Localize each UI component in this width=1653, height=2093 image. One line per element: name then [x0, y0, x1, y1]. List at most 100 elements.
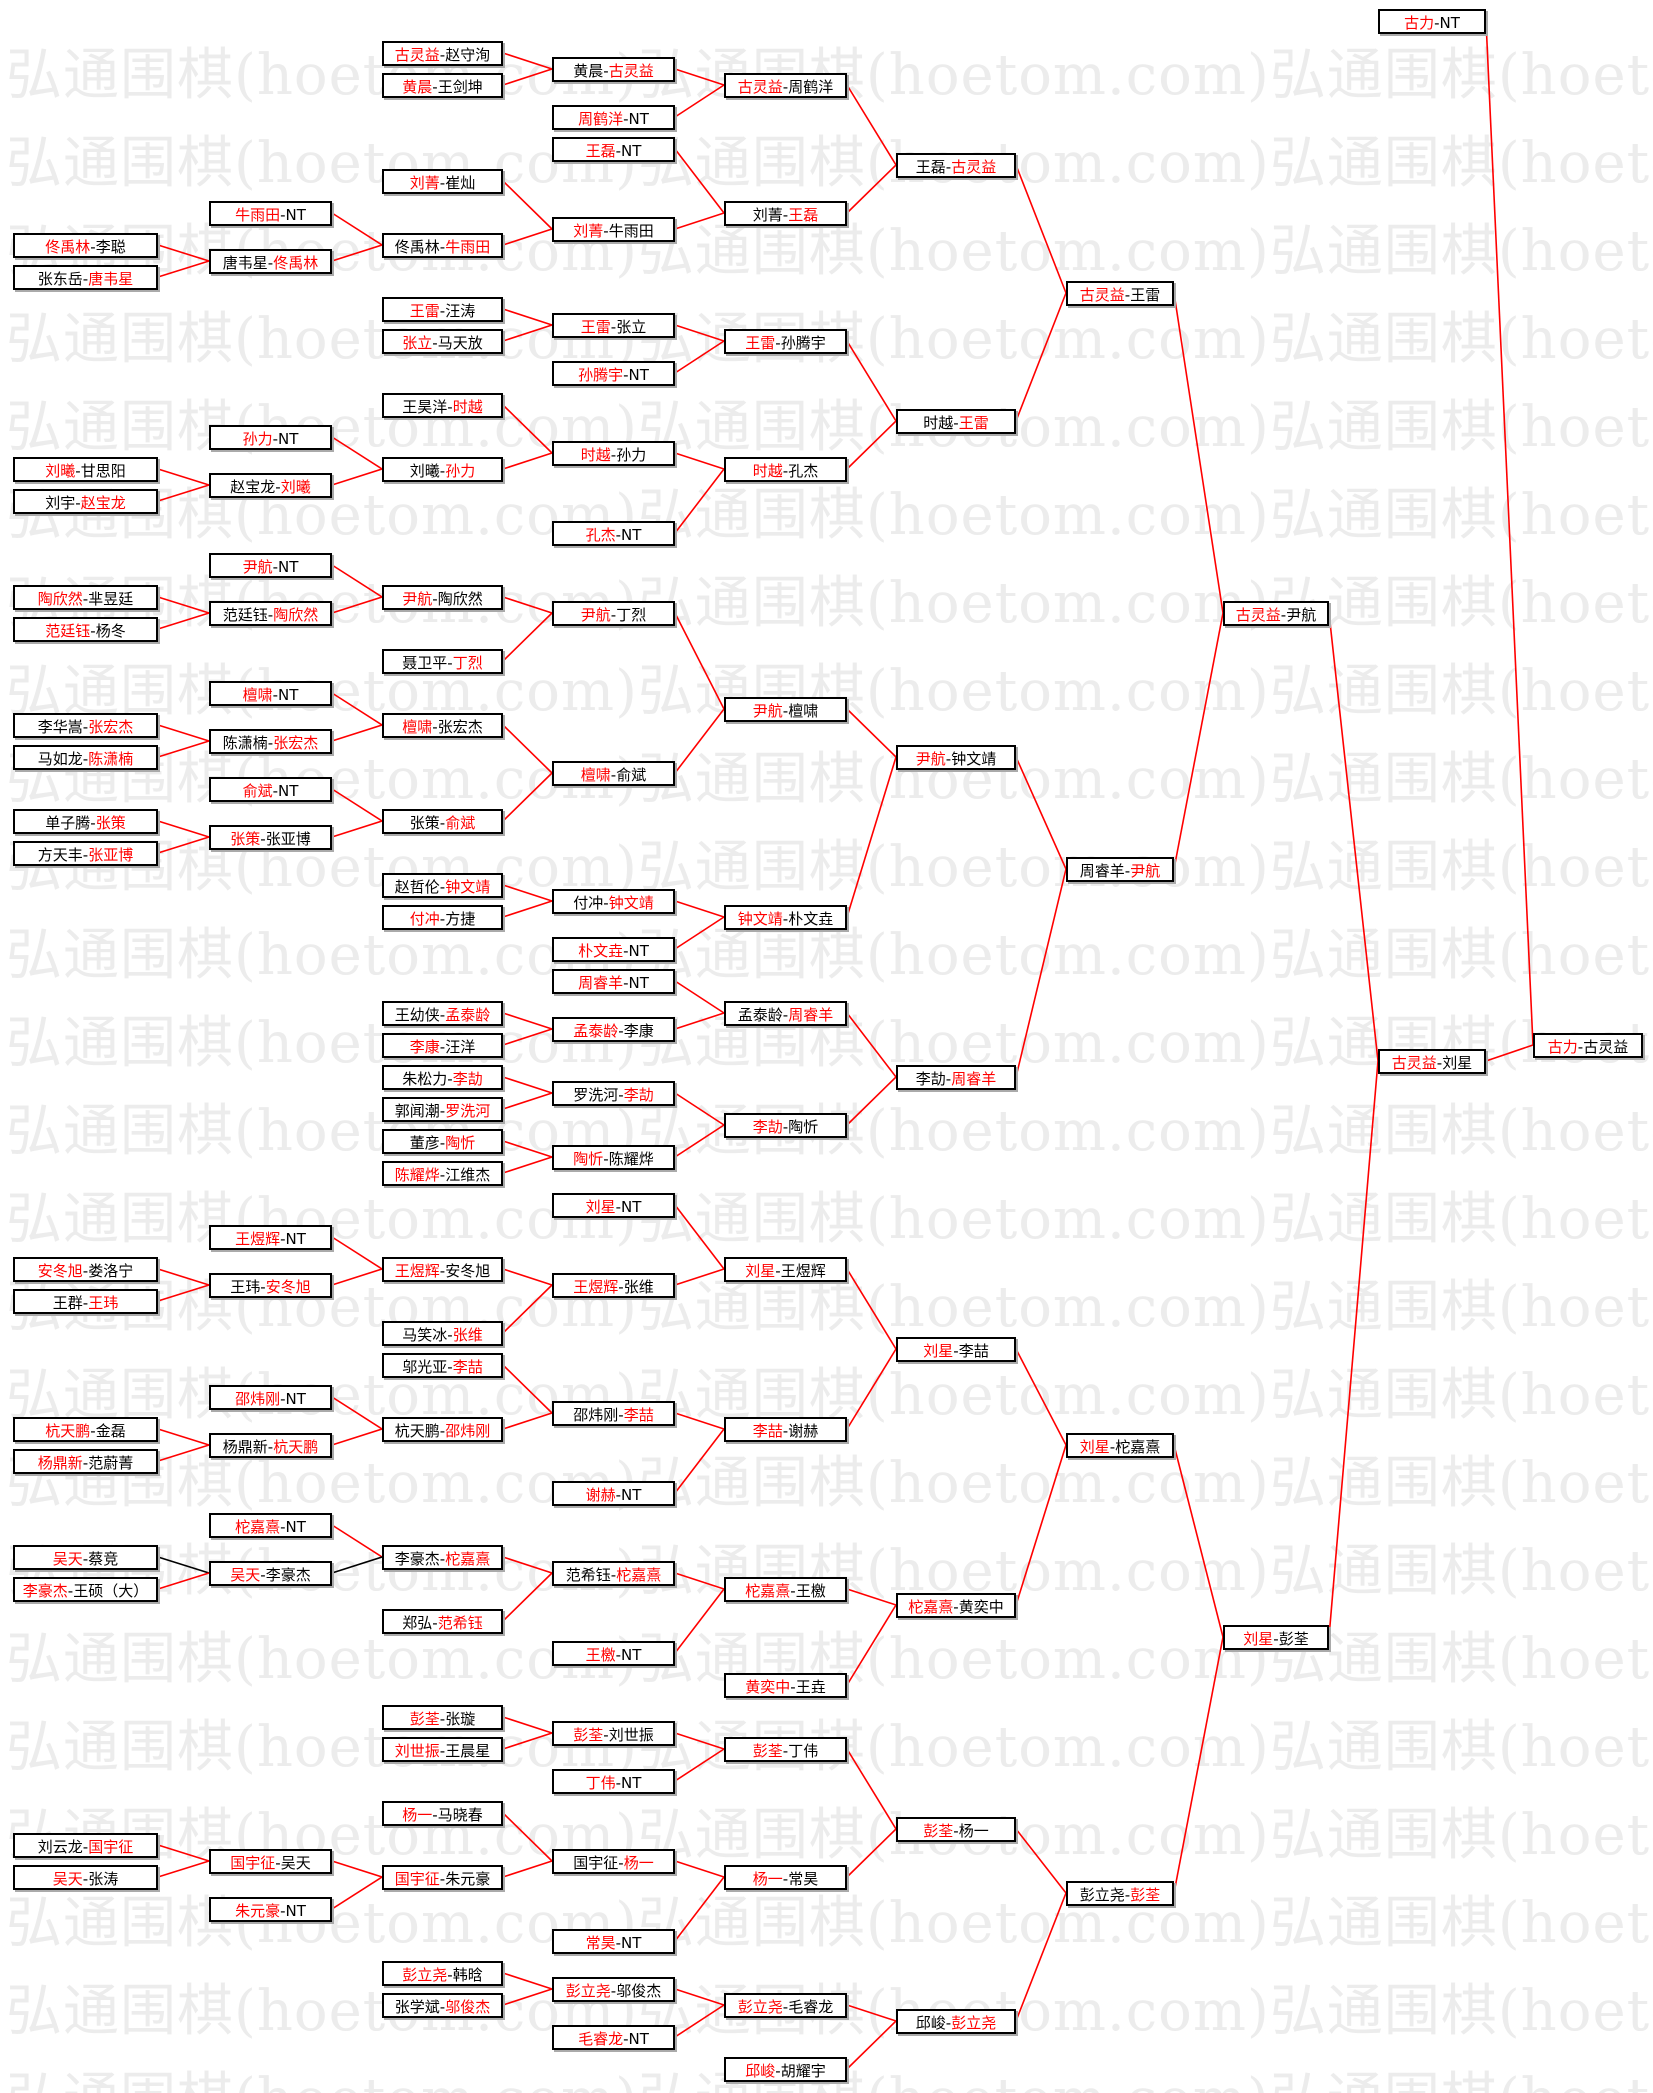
bracket-connector [846, 708, 897, 758]
opponent-name: -NT [623, 2029, 649, 2048]
match-box: 陈耀烨-江维杰 [382, 1160, 503, 1186]
bracket-connector [674, 612, 725, 710]
match-box: 檀啸-张宏杰 [382, 712, 503, 738]
winner-name: 王雷 [958, 413, 989, 432]
match-box: 牛雨田-NT [209, 200, 332, 226]
opponent-name: -王晨星 [439, 1741, 491, 1760]
match-box: 张立-马天放 [382, 328, 503, 354]
opponent-name: -张宏杰 [432, 717, 483, 736]
winner-name: 尹航 [242, 557, 273, 576]
winner-name: 孟泰龄 [445, 1005, 491, 1024]
match-box: 郑弘-范希钰 [382, 1608, 503, 1634]
match-box: 刘星-李喆 [896, 1336, 1016, 1362]
winner-name: 彭荃 [409, 1709, 440, 1728]
bracket-connector [502, 180, 553, 230]
bracket-connector [157, 596, 210, 614]
bracket-connector [846, 1076, 897, 1126]
winner-name: 古灵益 [1235, 605, 1281, 624]
match-box: 周睿羊-NT [552, 968, 675, 994]
opponent-name: -李聪 [90, 237, 126, 256]
bracket-connector [331, 1556, 383, 1574]
bracket-connector [502, 1268, 553, 1286]
opponent-name: -古灵益 [1577, 1037, 1629, 1056]
winner-name: 刘星 [745, 1261, 776, 1280]
opponent-name: -江维杰 [439, 1165, 491, 1184]
bracket-connector [331, 1876, 383, 1910]
winner-name: 王煜辉 [394, 1261, 440, 1280]
opponent-name: -丁伟 [782, 1741, 819, 1760]
winner-name: 古灵益 [1079, 285, 1125, 304]
bracket-connector [502, 772, 553, 822]
opponent-name: 王群- [52, 1293, 89, 1312]
opponent-name: 国宇征- [573, 1853, 624, 1872]
winner-name: 朴文垚 [578, 941, 624, 960]
match-box: 邱峻-胡耀宇 [724, 2056, 847, 2082]
match-box: 邬光亚-李喆 [382, 1352, 503, 1378]
bracket-connector [674, 1572, 725, 1590]
winner-name: 柁嘉熹 [445, 1549, 491, 1568]
winner-name: 范希钰 [437, 1613, 483, 1632]
winner-name: 檀啸 [580, 765, 611, 784]
match-box: 王群-王玮 [13, 1288, 158, 1314]
winner-name: 陈潇楠 [88, 749, 134, 768]
opponent-name: -NT [615, 1933, 642, 1952]
bracket-connector [674, 1412, 725, 1430]
match-box: 张策-俞斌 [382, 808, 503, 834]
bracket-connector [502, 324, 553, 342]
winner-name: 陶忻 [445, 1133, 476, 1152]
watermark-text: 弘通围棋(hoetom.com)弘通围棋(hoetom.com)弘通围棋(hoe… [6, 1451, 1653, 1516]
bracket-connector [157, 612, 210, 630]
bracket-connector [502, 52, 553, 70]
opponent-name: -朴文垚 [782, 909, 834, 928]
winner-name: 时越 [752, 461, 783, 480]
match-box: 杨一-常昊 [724, 1864, 847, 1890]
opponent-name: -杨冬 [90, 621, 126, 640]
match-box: 李康-汪洋 [382, 1032, 503, 1058]
opponent-name: -孙腾宇 [775, 333, 826, 352]
bracket-connector [157, 1444, 210, 1462]
opponent-name: -丁烈 [610, 605, 647, 624]
winner-name: 柁嘉熹 [908, 1597, 954, 1616]
bracket-connector [502, 68, 553, 86]
bracket-connector [674, 708, 725, 774]
opponent-name: 邬光亚- [402, 1357, 453, 1376]
match-box: 张学斌-邬俊杰 [382, 1992, 503, 2018]
opponent-name: -邬俊杰 [610, 1981, 662, 2000]
match-box: 陈潇楠-张宏杰 [209, 728, 332, 754]
opponent-name: -张亚博 [260, 829, 311, 848]
opponent-name: -NT [615, 1773, 642, 1792]
bracket-connector [502, 884, 553, 902]
opponent-name: 董彦- [409, 1133, 446, 1152]
winner-name: 王磊 [585, 141, 616, 160]
opponent-name: -王垚 [790, 1677, 826, 1696]
winner-name: 李康 [409, 1037, 440, 1056]
bracket-connector [846, 1348, 897, 1430]
winner-name: 安冬旭 [265, 1277, 311, 1296]
bracket-connector [674, 1092, 725, 1126]
match-box: 黄奕中-王垚 [724, 1672, 847, 1698]
match-box: 尹航-陶欣然 [382, 584, 503, 610]
winner-name: 毛睿龙 [578, 2029, 624, 2048]
opponent-name: -NT [280, 1389, 306, 1408]
bracket-connector [1485, 1044, 1534, 1062]
opponent-name: 李劼- [915, 1069, 952, 1088]
match-box: 孙腾宇-NT [552, 360, 675, 386]
match-box: 唐韦星-佟禹林 [209, 248, 332, 274]
opponent-name: -NT [280, 1229, 306, 1248]
match-box: 周睿羊-尹航 [1066, 856, 1174, 882]
bracket-connector [502, 1556, 553, 1574]
winner-name: 柁嘉熹 [616, 1565, 662, 1584]
bracket-connector [674, 1204, 725, 1270]
bracket-connector [1015, 1892, 1067, 2022]
winner-name: 彭荃 [1130, 1885, 1161, 1904]
opponent-name: -张涛 [82, 1869, 119, 1888]
opponent-name: -NT [623, 941, 649, 960]
opponent-name: 马笑冰- [402, 1325, 453, 1344]
match-box: 王煜辉-安冬旭 [382, 1256, 503, 1282]
winner-name: 杨鼎新 [37, 1453, 83, 1472]
match-box: 刘曦-孙力 [382, 456, 503, 482]
winner-name: 俞斌 [445, 813, 476, 832]
opponent-name: -赵守洵 [439, 45, 491, 64]
bracket-connector [502, 1156, 553, 1174]
bracket-connector [331, 436, 383, 470]
